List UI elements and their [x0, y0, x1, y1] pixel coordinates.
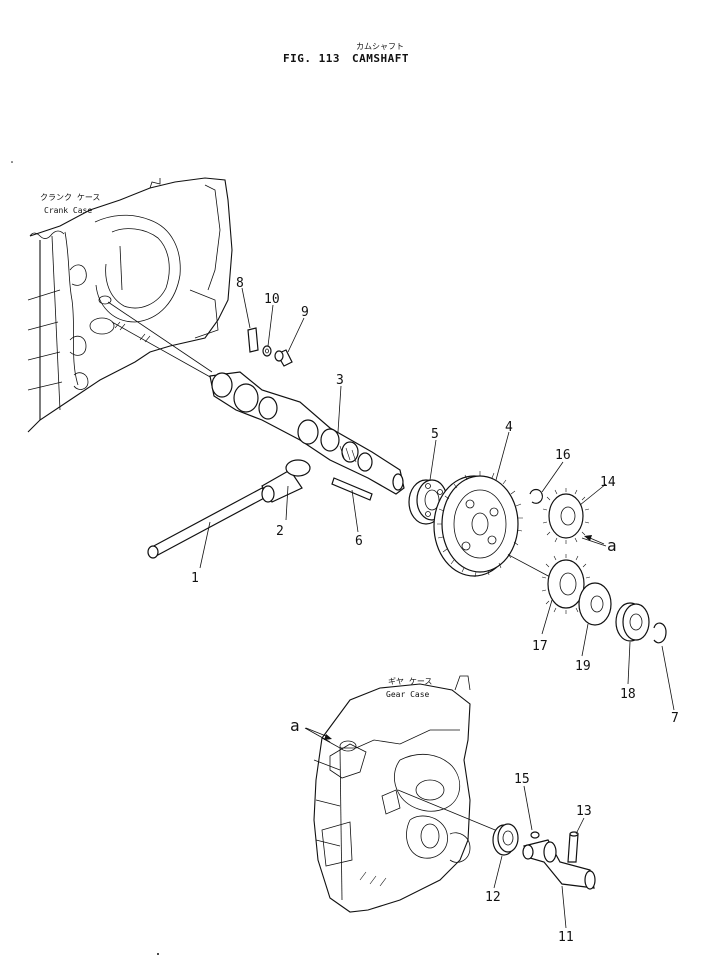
- gear-case-label-en: Gear Case: [386, 690, 430, 699]
- crank-case-drawing: [27, 177, 233, 433]
- callout-12: 12: [485, 890, 501, 905]
- bolt-part: [274, 349, 293, 367]
- reference-mark-a-lower: a: [290, 716, 300, 735]
- leader-lines: [199, 287, 675, 929]
- callout-3: 3: [336, 373, 344, 388]
- seal-part: [492, 823, 519, 856]
- crank-case-label-jp: クランク ケース: [40, 193, 100, 202]
- reference-mark-a-upper: a: [607, 536, 617, 555]
- gear-case-label-jp: ギヤ ケース: [388, 677, 432, 686]
- callout-18: 18: [620, 687, 636, 702]
- assembly-axis-line: [397, 789, 501, 833]
- bearing-part: [408, 479, 448, 525]
- callout-10: 10: [264, 292, 280, 307]
- ball-part: [530, 831, 540, 839]
- callout-5: 5: [431, 427, 439, 442]
- idler-gear-part: [542, 488, 590, 544]
- speck: [11, 161, 13, 163]
- snap-ring-part: [653, 622, 667, 644]
- tappet-part: [261, 459, 311, 503]
- japanese-subtitle: カムシャフト: [356, 42, 404, 51]
- crank-case-label-en: Crank Case: [44, 206, 92, 215]
- washer-part: [262, 345, 272, 357]
- bearing-part: [615, 602, 650, 642]
- circlip-part: [529, 488, 543, 504]
- callout-8: 8: [236, 276, 244, 291]
- callout-11: 11: [558, 930, 574, 945]
- figure-number: FIG. 113: [283, 52, 340, 65]
- callout-17: 17: [532, 639, 548, 654]
- cam-gear-part: [433, 471, 523, 578]
- camshaft-part: [209, 371, 405, 495]
- callout-15: 15: [514, 772, 530, 787]
- shaft-part: [522, 839, 596, 890]
- callout-9: 9: [301, 305, 309, 320]
- pin-part: [567, 831, 579, 863]
- arrowhead-icon: [324, 734, 332, 740]
- callout-7: 7: [671, 711, 679, 726]
- key-part: [331, 477, 373, 501]
- thrust-washer-part: [578, 582, 612, 626]
- gear-part: [541, 554, 591, 614]
- callout-2: 2: [276, 524, 284, 539]
- assembly-axis-line: [111, 321, 213, 379]
- callout-13: 13: [576, 804, 592, 819]
- callout-4: 4: [505, 420, 513, 435]
- callout-16: 16: [555, 448, 571, 463]
- push-rod-part: [147, 487, 269, 559]
- reference-arrow: [305, 727, 327, 737]
- callout-1: 1: [191, 571, 199, 586]
- callout-6: 6: [355, 534, 363, 549]
- gear-case-drawing: [313, 675, 471, 913]
- callout-19: 19: [575, 659, 591, 674]
- arrowhead-icon: [584, 535, 592, 541]
- speck: [157, 953, 159, 955]
- figure-title: CAMSHAFT: [352, 52, 409, 65]
- reference-arrow: [589, 537, 605, 545]
- plate-part: [247, 327, 259, 353]
- assembly-axis-line: [107, 301, 213, 373]
- callout-14: 14: [600, 475, 616, 490]
